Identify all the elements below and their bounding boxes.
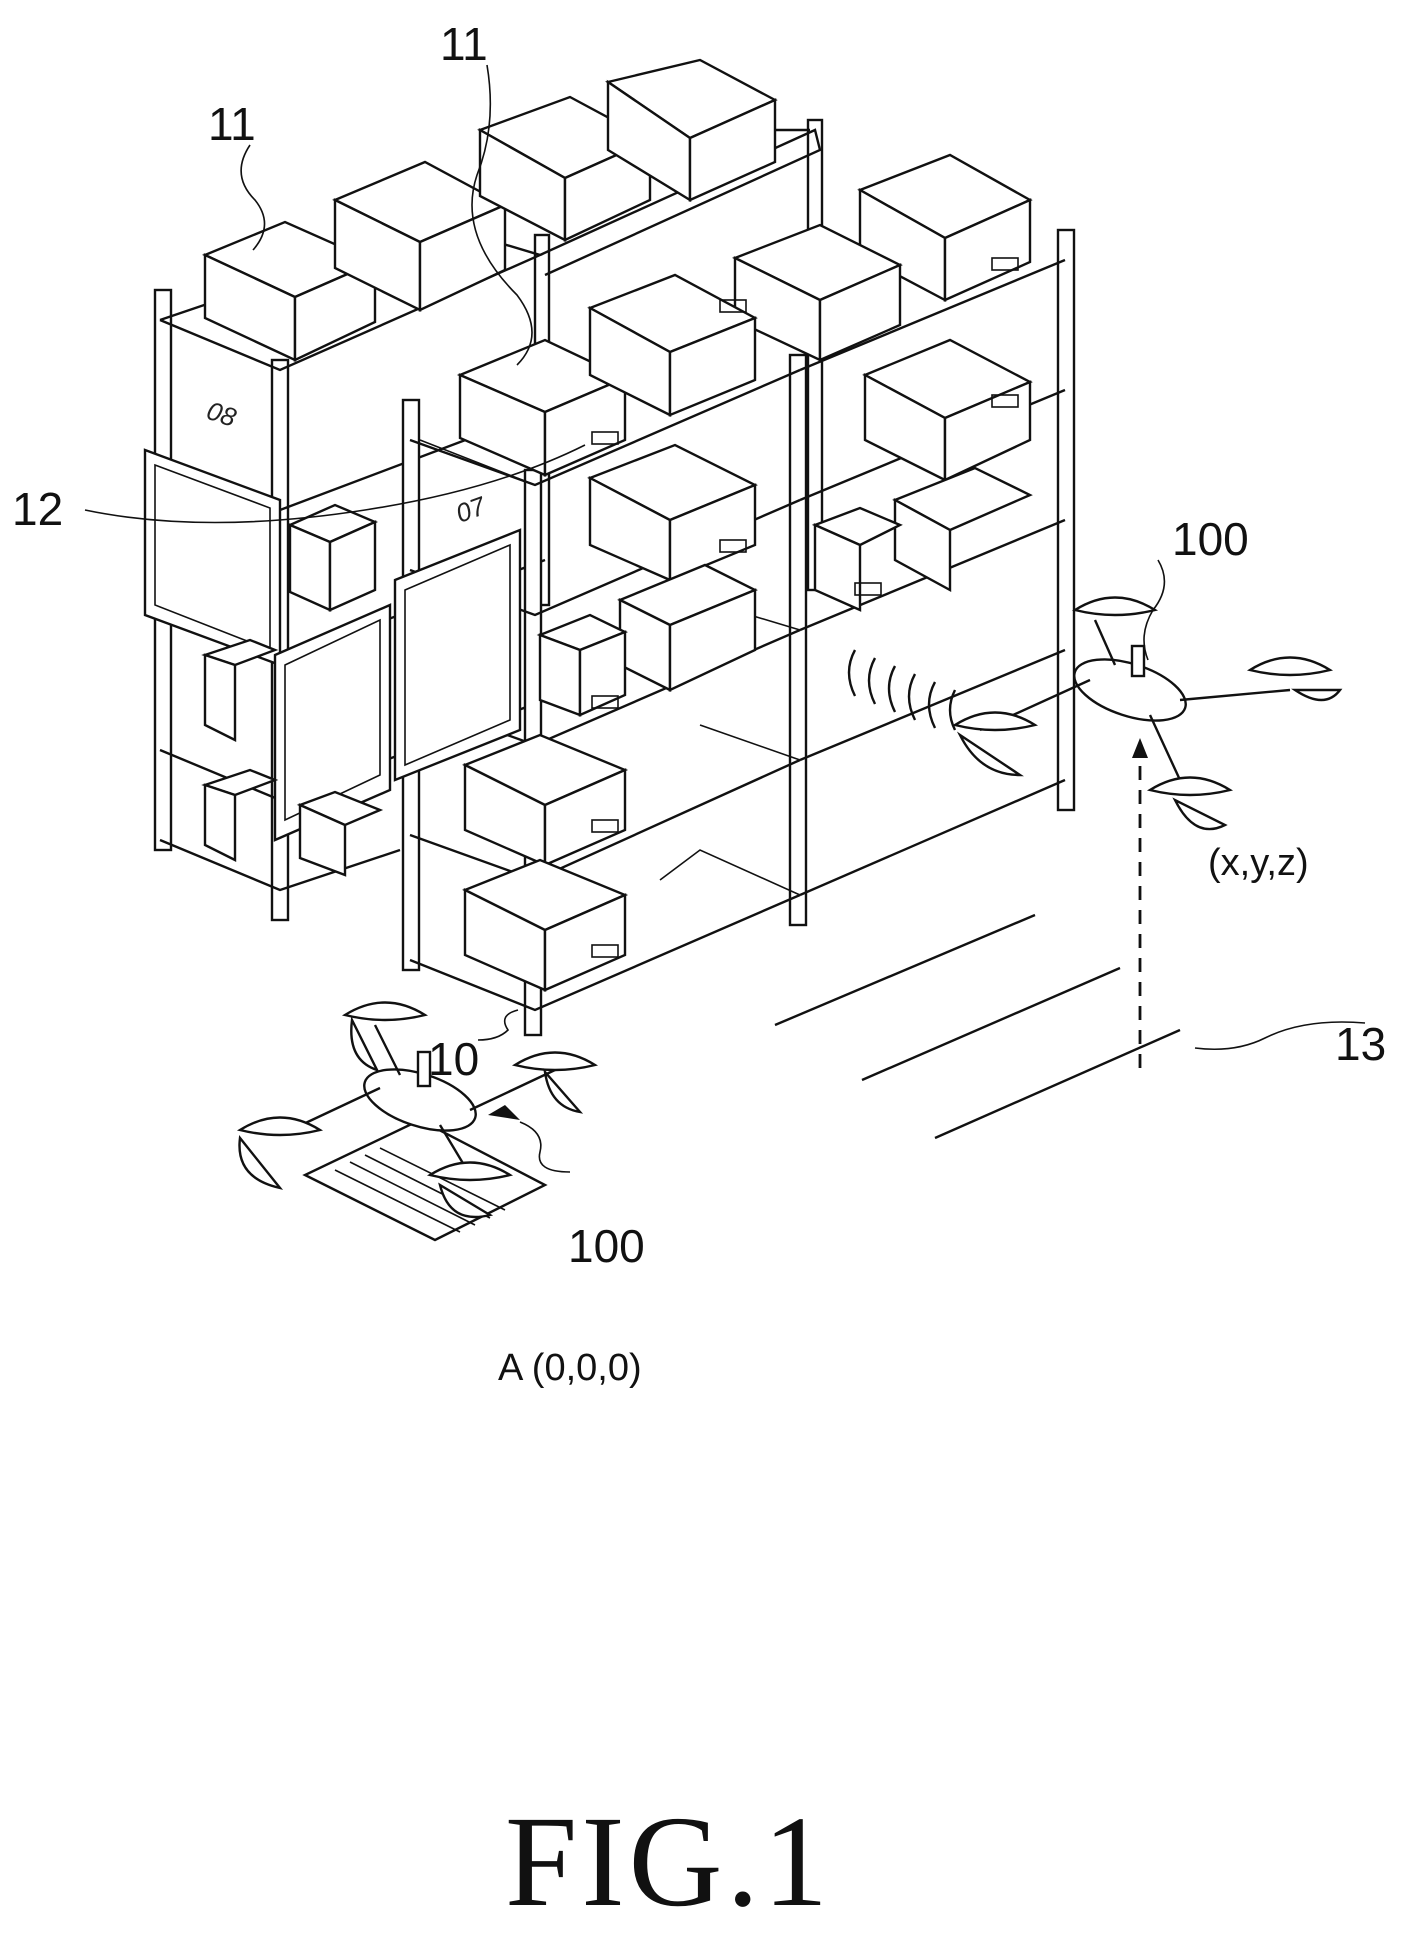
box: [205, 640, 275, 740]
box: [465, 860, 625, 990]
drone-position-label: (x,y,z): [1208, 842, 1309, 884]
boxes: [205, 60, 1030, 990]
shelf-tag-08: 08: [203, 395, 240, 433]
label-10: 10: [428, 1033, 479, 1085]
altitude-arrow: [1132, 738, 1148, 1068]
floor-lines: [775, 915, 1180, 1138]
label-12: 12: [12, 483, 63, 535]
ground-drone-icon: [240, 1003, 596, 1241]
box: [865, 340, 1030, 480]
origin-label: A (0,0,0): [498, 1347, 642, 1389]
box: [300, 792, 380, 875]
box: [205, 770, 275, 860]
label-100-ground: 100: [568, 1220, 645, 1272]
box: [290, 505, 375, 610]
figure-caption: FIG.1: [505, 1790, 832, 1934]
label-11-left: 11: [208, 98, 256, 150]
label-100-flying: 100: [1172, 513, 1249, 565]
flying-drone-icon: [955, 598, 1340, 830]
box: [465, 735, 625, 865]
box: [895, 468, 1030, 590]
box: [540, 615, 625, 715]
box: [620, 565, 755, 690]
label-11-top: 11: [440, 18, 488, 70]
label-13: 13: [1335, 1018, 1386, 1070]
shelf-tag-07: 07: [452, 490, 491, 529]
box: [590, 445, 755, 580]
